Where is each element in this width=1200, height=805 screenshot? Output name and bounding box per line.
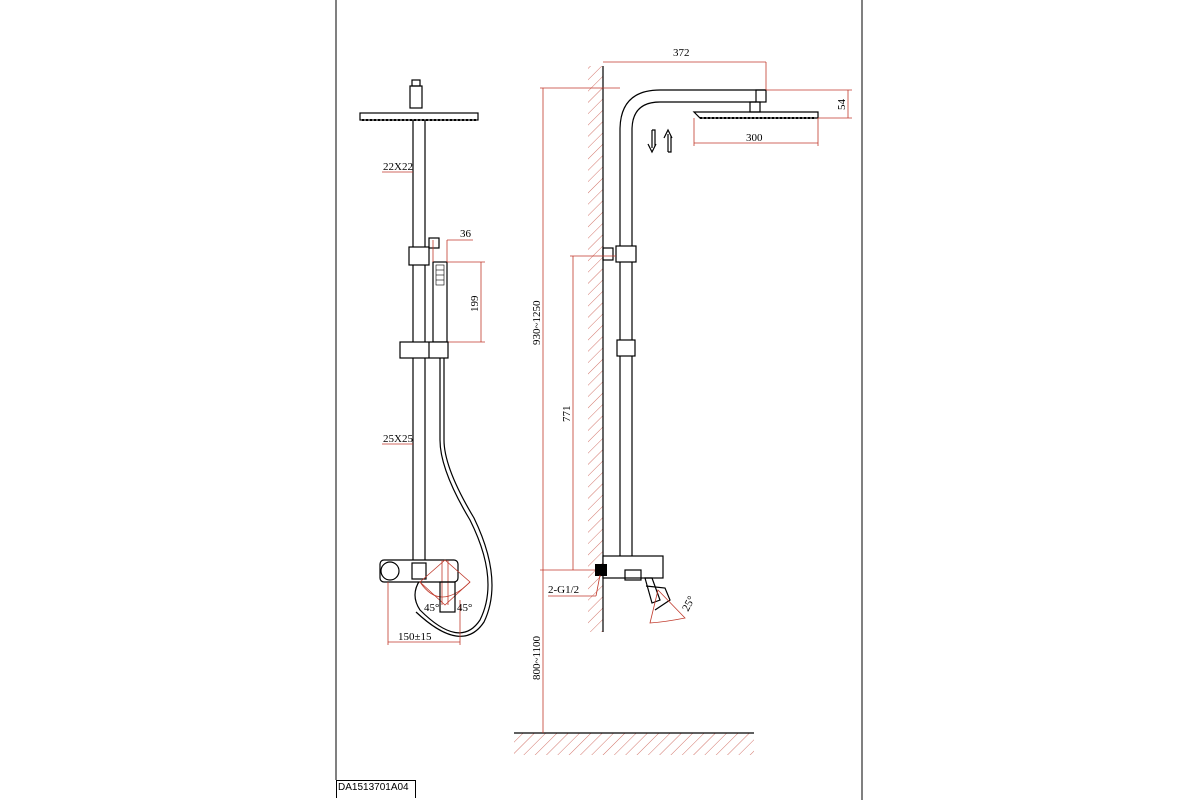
label-spout-angle: 25° <box>680 594 698 613</box>
label-head-width: 300 <box>746 132 763 144</box>
label-angle-left: 45° <box>424 602 439 614</box>
label-floor-height: 800~1100 <box>531 635 543 680</box>
label-tube-top: 22X22 <box>383 161 413 173</box>
front-view: 22X22 25X25 36 199 45° 45° 150±15 <box>359 79 493 645</box>
label-slide-height: 771 <box>561 406 573 423</box>
label-arm-reach: 372 <box>673 47 690 59</box>
floor-hatch <box>514 733 754 755</box>
shower-arm <box>619 89 766 250</box>
side-mixer <box>602 555 664 579</box>
label-inlet: 2-G1/2 <box>548 584 579 596</box>
hose <box>414 358 489 634</box>
wall-bracket <box>602 247 614 261</box>
side-slider <box>616 339 636 357</box>
label-hand-length: 199 <box>469 295 481 312</box>
label-total-height: 930~1250 <box>531 300 543 345</box>
arrow-down-icon <box>647 129 657 154</box>
label-angle-right: 45° <box>457 602 472 614</box>
inlet-connector <box>595 564 607 576</box>
slider-holder <box>399 341 449 359</box>
side-view: 372 300 54 930~1250 771 2-G1/2 800~1100 … <box>514 47 852 755</box>
top-connector <box>409 85 423 109</box>
label-head-height: 54 <box>836 99 848 111</box>
drawing-code-box <box>336 780 416 798</box>
arrow-up-icon <box>663 128 673 153</box>
label-hand-width: 36 <box>460 228 472 240</box>
label-tube-bottom: 25X25 <box>383 433 413 445</box>
side-top-holder <box>615 245 637 263</box>
drawing-code: DA1513701A04 <box>338 782 409 793</box>
front-top-holder <box>408 246 430 266</box>
wall-hatch <box>588 66 603 632</box>
label-mixer-spacing: 150±15 <box>398 631 432 643</box>
front-shower-head <box>359 112 479 121</box>
hand-shower <box>432 261 448 343</box>
top-cap <box>411 79 421 87</box>
